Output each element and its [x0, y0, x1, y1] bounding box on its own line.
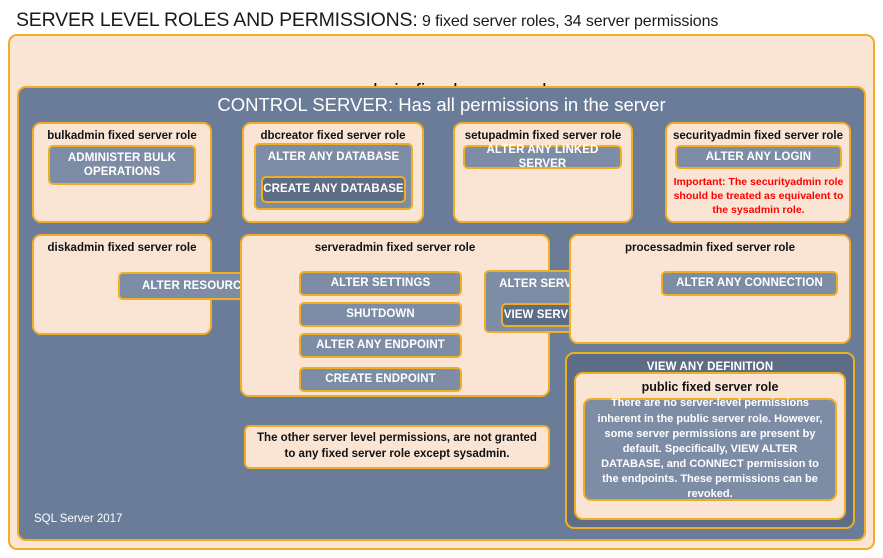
- permission-label: ALTER ANY LINKED SERVER: [486, 143, 599, 170]
- permission-alter-any-endpoint[interactable]: ALTER ANY ENDPOINT: [299, 333, 462, 358]
- permission-alter-any-login[interactable]: ALTER ANY LOGIN: [675, 145, 842, 169]
- diskadmin-role-title: diskadmin fixed server role: [47, 242, 197, 254]
- control-server-label: CONTROL SERVER: Has all permissions in t…: [19, 94, 864, 116]
- setupadmin-role-box: setupadmin fixed server role: [453, 122, 633, 223]
- setupadmin-role-title: setupadmin fixed server role: [464, 130, 622, 142]
- page-title: SERVER LEVEL ROLES AND PERMISSIONS: 9 fi…: [16, 9, 876, 32]
- footer-text: SQL Server 2017: [34, 513, 123, 525]
- securityadmin-role-box: securityadmin fixed server role: [665, 122, 851, 223]
- permission-alter-any-linked-server[interactable]: ALTER ANY LINKED SERVER: [463, 143, 622, 170]
- serveradmin-role-title: serveradmin fixed server role: [314, 242, 476, 254]
- securityadmin-role-title: securityadmin fixed server role: [672, 130, 844, 142]
- dbcreator-role-title: dbcreator fixed server role: [260, 130, 406, 142]
- permission-create-any-database[interactable]: CREATE ANY DATABASE: [261, 176, 406, 203]
- permission-administer-bulk-operations[interactable]: ADMINISTER BULK OPERATIONS: [48, 145, 196, 185]
- public-role-description: There are no server-level permissions in…: [583, 397, 837, 501]
- processadmin-role-title: processadmin fixed server role: [624, 242, 796, 254]
- permission-alter-any-connection[interactable]: ALTER ANY CONNECTION: [661, 271, 838, 296]
- bulkadmin-role-title: bulkadmin fixed server role: [47, 130, 197, 142]
- securityadmin-warning: Important: The securityadmin role should…: [673, 176, 844, 217]
- permission-label: CREATE ANY DATABASE: [263, 183, 404, 196]
- page-title-main: SERVER LEVEL ROLES AND PERMISSIONS:: [16, 9, 418, 31]
- permission-create-endpoint[interactable]: CREATE ENDPOINT: [299, 367, 462, 392]
- permission-label: ALTER ANY LOGIN: [705, 150, 812, 163]
- control-server-text: CONTROL SERVER: Has all permissions in t…: [217, 94, 666, 115]
- permission-label: SHUTDOWN: [346, 308, 415, 321]
- permission-label: ALTER SETTINGS: [330, 277, 431, 290]
- permission-alter-settings[interactable]: ALTER SETTINGS: [299, 271, 462, 296]
- view-any-definition-label: VIEW ANY DEFINITION: [646, 361, 774, 373]
- permission-label: ALTER ANY DATABASE: [267, 151, 400, 163]
- public-role-title: public fixed server role: [641, 380, 779, 394]
- other-permissions-note: The other server level permissions, are …: [244, 425, 550, 469]
- permission-label: ADMINISTER BULK OPERATIONS: [67, 151, 177, 178]
- footer-label: SQL Server 2017: [34, 513, 122, 525]
- permission-label: ALTER ANY CONNECTION: [676, 277, 823, 290]
- permission-shutdown[interactable]: SHUTDOWN: [299, 302, 462, 327]
- page-title-sub: 9 fixed server roles, 34 server permissi…: [422, 13, 719, 30]
- permission-label: CREATE ENDPOINT: [325, 373, 436, 386]
- permission-label: ALTER RESOURCES: [141, 279, 258, 292]
- permission-label: ALTER ANY ENDPOINT: [316, 339, 445, 352]
